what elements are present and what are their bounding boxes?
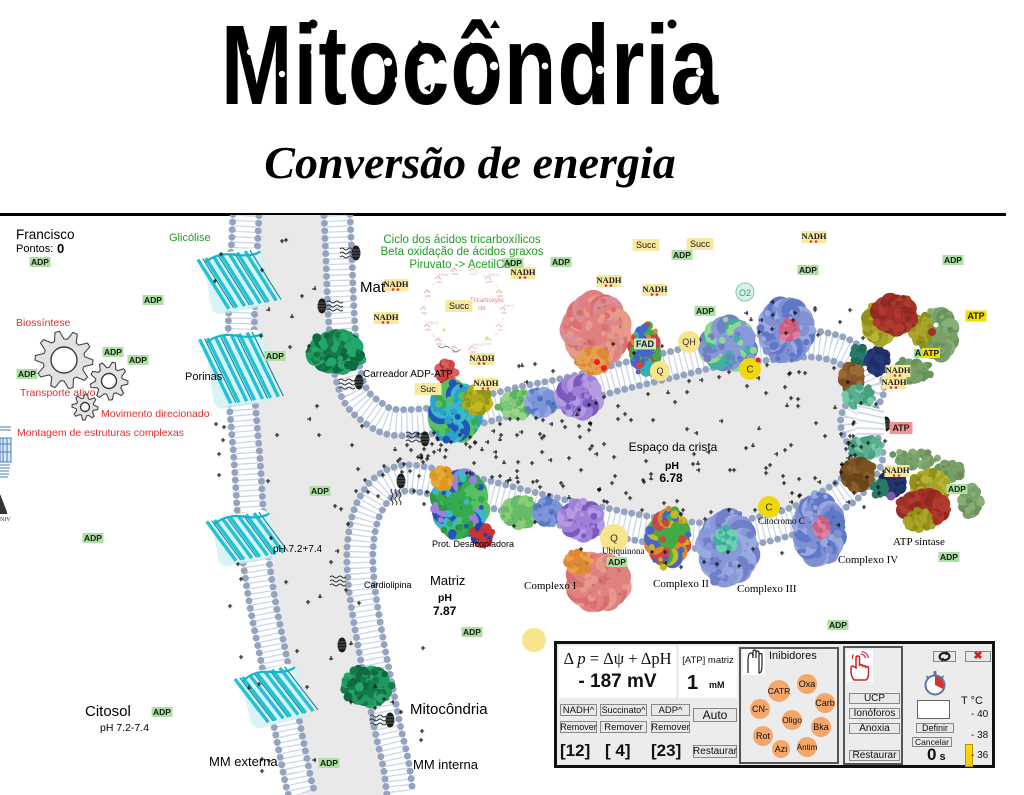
svg-text:ADP: ADP (829, 620, 847, 630)
svg-text:ADP: ADP (463, 627, 481, 637)
svg-text:HO-C: HO-C (489, 272, 499, 277)
svg-text:NADH: NADH (884, 465, 909, 475)
svg-text:QH: QH (682, 337, 696, 347)
svg-text:HO-C: HO-C (473, 342, 483, 347)
svg-text:Matriz: Matriz (430, 573, 465, 588)
svg-text:ATP: ATP (967, 311, 984, 321)
svg-text:Tricarboxylic: Tricarboxylic (470, 298, 503, 304)
svg-text:Movimento direcionado: Movimento direcionado (101, 408, 210, 420)
svg-text:NIV: NIV (0, 517, 11, 523)
svg-text:NADH: NADH (473, 378, 498, 388)
svg-text:ADP: ADP (153, 707, 171, 717)
svg-text:NADH: NADH (383, 279, 408, 289)
svg-text:FAD: FAD (636, 339, 655, 349)
svg-text:Cardiolipina: Cardiolipina (364, 580, 412, 590)
svg-text:Mitocôndria: Mitocôndria (410, 701, 488, 718)
svg-text:Prot. Desacopladora: Prot. Desacopladora (432, 539, 514, 549)
svg-text:Transporte ativo: Transporte ativo (20, 387, 96, 399)
svg-text:ADP: ADP (84, 533, 102, 543)
svg-text:NADH: NADH (510, 267, 535, 277)
svg-text:NADH: NADH (885, 365, 910, 375)
svg-text:Beta oxidação de ácidos graxos: Beta oxidação de ácidos graxos (380, 246, 543, 258)
svg-text:NADH: NADH (881, 377, 906, 387)
svg-text:A: A (915, 348, 922, 358)
svg-text:HO-C: HO-C (428, 320, 438, 325)
svg-text:NADH: NADH (469, 353, 494, 363)
svg-text:Succ: Succ (690, 239, 711, 249)
svg-text:ADP: ADP (18, 369, 36, 379)
svg-text:NADH: NADH (596, 275, 621, 285)
svg-text:Q: Q (610, 534, 618, 545)
svg-text:MM externa: MM externa (209, 754, 278, 769)
svg-text:Complexo III: Complexo III (737, 583, 797, 595)
svg-text:O2: O2 (739, 288, 751, 298)
svg-text:ADP: ADP (504, 258, 522, 268)
svg-text:Espaço da crista: Espaço da crista (629, 440, 718, 454)
svg-text:ADP: ADP (799, 265, 817, 275)
svg-text:pH: pH (665, 460, 679, 472)
svg-text:pH: pH (438, 592, 452, 604)
svg-text:Piruvato -> AcetilCo: Piruvato -> AcetilCo (409, 259, 510, 271)
svg-text:ADP: ADP (144, 295, 162, 305)
svg-text:ADP: ADP (266, 351, 284, 361)
svg-text:Ubiquinona: Ubiquinona (602, 546, 645, 556)
svg-text:ADP: ADP (608, 557, 626, 567)
svg-text:HO-C: HO-C (504, 303, 514, 308)
svg-text:6.78: 6.78 (659, 471, 683, 485)
svg-text:HO-C: HO-C (439, 272, 449, 277)
svg-text:Succ: Succ (636, 240, 657, 250)
svg-text:ADP: ADP (31, 257, 49, 267)
svg-text:7.87: 7.87 (433, 604, 457, 618)
svg-text:NADH: NADH (373, 312, 398, 322)
svg-text:Complexo I: Complexo I (524, 580, 577, 592)
svg-text:Succ: Succ (449, 301, 470, 311)
svg-text:Pontos:: Pontos: (16, 243, 53, 255)
svg-text:ADP: ADP (944, 255, 962, 265)
svg-text:ADP: ADP (104, 347, 122, 357)
svg-text:ADP: ADP (320, 758, 338, 768)
svg-text:cle: cle (478, 306, 486, 312)
svg-text:NADH: NADH (642, 284, 667, 294)
svg-text:Suc: Suc (420, 384, 436, 394)
svg-text:ADP: ADP (940, 552, 958, 562)
svg-text:MM interna: MM interna (413, 757, 479, 772)
svg-text:ATP sintase: ATP sintase (893, 536, 945, 548)
svg-text:Citosol: Citosol (85, 703, 131, 720)
svg-text:ATP: ATP (892, 423, 909, 433)
svg-text:Mat: Mat (360, 279, 386, 296)
svg-text:ADP: ADP (311, 486, 329, 496)
svg-text:Carreador ADP-ATP: Carreador ADP-ATP (363, 369, 453, 380)
svg-text:C: C (746, 365, 753, 376)
svg-text:Complexo II: Complexo II (653, 578, 709, 590)
svg-text:Q: Q (656, 366, 663, 376)
svg-text:ADP: ADP (129, 355, 147, 365)
svg-text:Citocromo C: Citocromo C (758, 516, 805, 526)
svg-text:Porinas: Porinas (185, 371, 223, 383)
svg-text:ATP: ATP (923, 348, 940, 358)
svg-text:ADP: ADP (696, 306, 714, 316)
svg-text:Biossíntese: Biossíntese (16, 317, 70, 329)
svg-text:ADP: ADP (673, 250, 691, 260)
svg-text:Complexo IV: Complexo IV (838, 554, 898, 566)
svg-text:ADP: ADP (552, 257, 570, 267)
svg-text:0: 0 (57, 241, 64, 256)
svg-text:pH 7.2-7.4: pH 7.2-7.4 (100, 722, 149, 734)
svg-text:Montagem de estruturas complex: Montagem de estruturas complexas (17, 427, 184, 439)
svg-text:NADH: NADH (801, 231, 826, 241)
svg-text:Glicólise: Glicólise (169, 232, 211, 244)
svg-text:Francisco: Francisco (16, 227, 75, 242)
svg-text:C: C (765, 503, 772, 514)
svg-text:ADP: ADP (948, 484, 966, 494)
svg-text:Ciclo dos ácidos tricarboxílic: Ciclo dos ácidos tricarboxílicos (383, 234, 540, 246)
svg-text:pH 7.2+7.4: pH 7.2+7.4 (273, 544, 323, 555)
